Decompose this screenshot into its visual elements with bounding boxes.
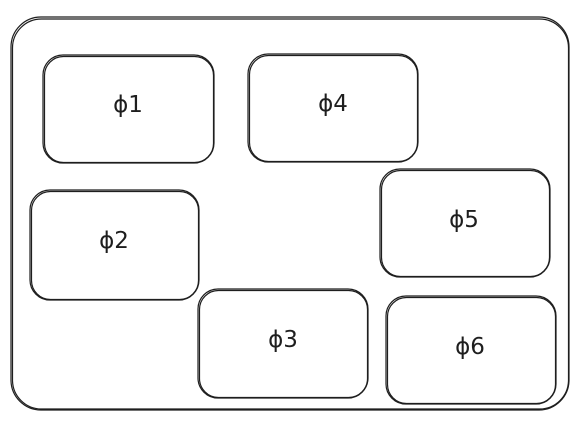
box-phi3-label: ϕ3 — [268, 327, 298, 353]
box-phi3: ϕ3 — [197, 288, 369, 399]
box-phi5-label: ϕ5 — [449, 207, 479, 233]
box-phi2: ϕ2 — [29, 189, 200, 301]
box-phi2-label: ϕ2 — [99, 228, 129, 254]
box-phi1-label: ϕ1 — [113, 92, 143, 118]
box-phi6-label: ϕ6 — [455, 334, 485, 360]
box-phi5: ϕ5 — [379, 168, 551, 278]
box-phi4-label: ϕ4 — [318, 91, 348, 117]
box-phi6: ϕ6 — [385, 295, 557, 405]
outer-container — [10, 16, 570, 411]
box-phi4: ϕ4 — [247, 53, 419, 163]
box-phi1: ϕ1 — [42, 54, 215, 164]
